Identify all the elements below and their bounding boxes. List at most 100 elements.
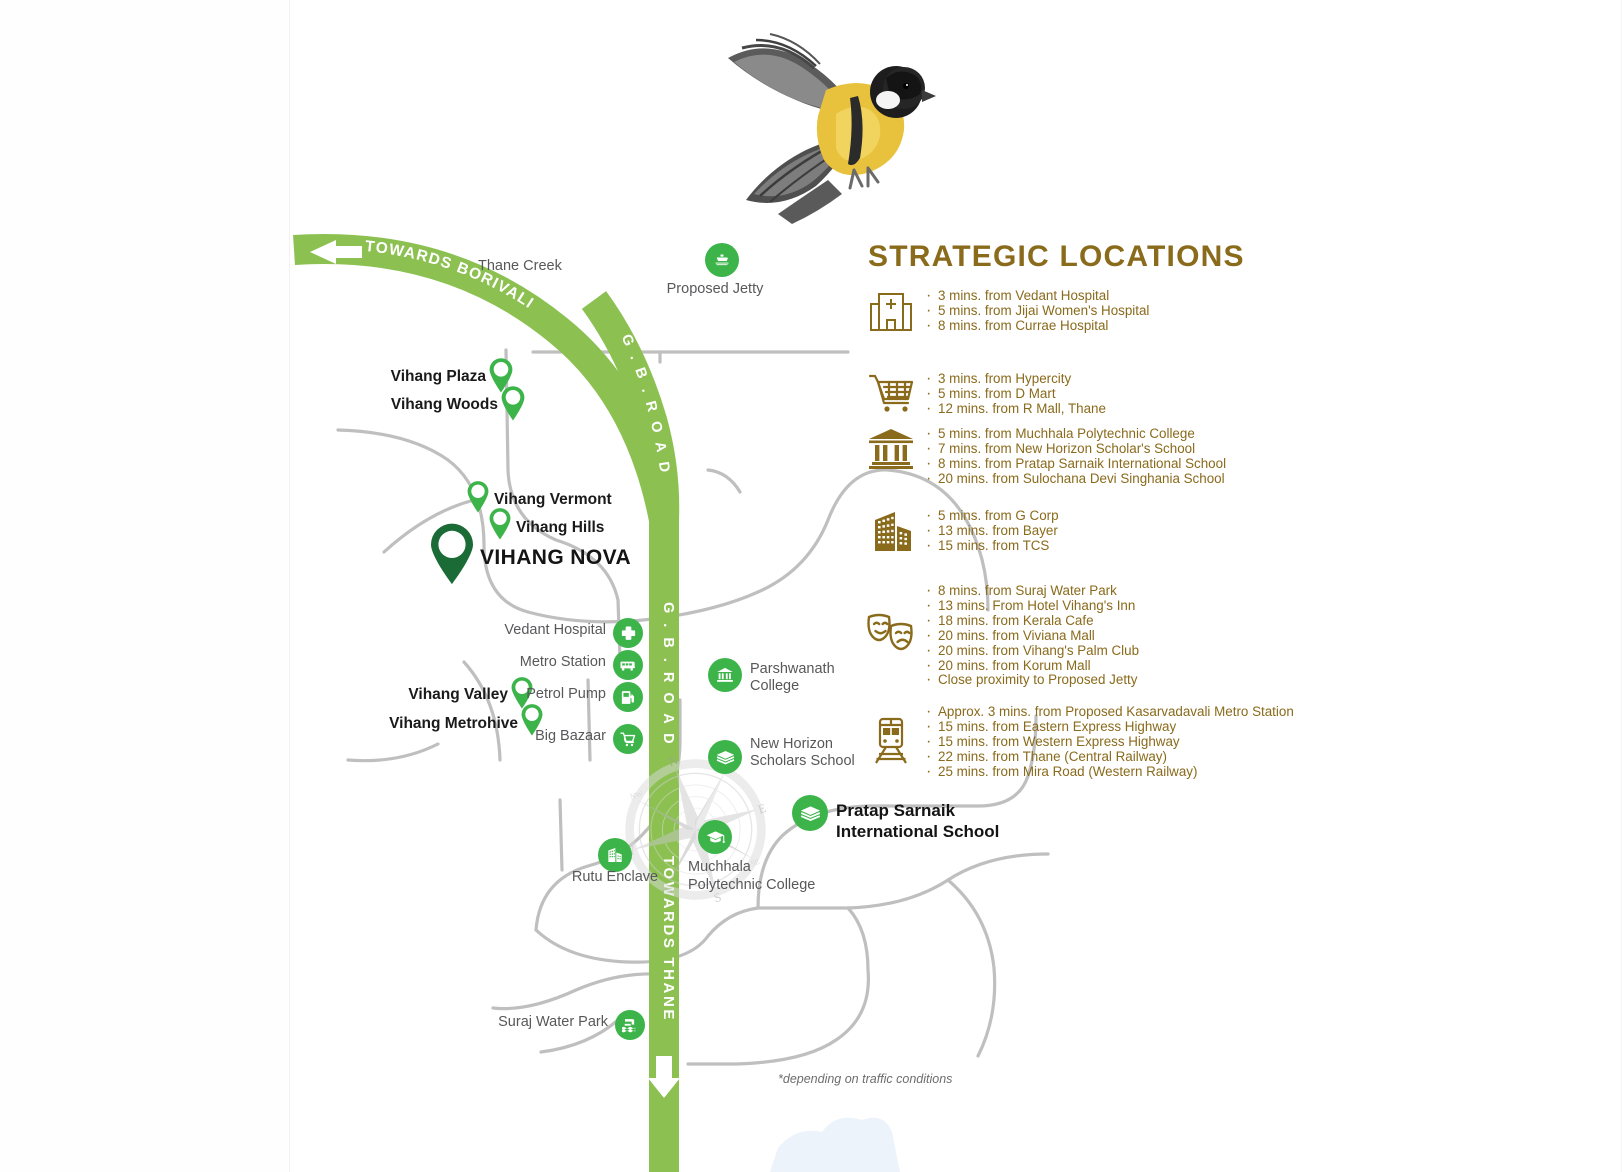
shopping-cart-icon (858, 371, 924, 415)
list-item: 20 mins. from Viviana Mall (924, 628, 1139, 644)
college-icon[interactable] (708, 658, 742, 692)
list-item: Close proximity to Proposed Jetty (924, 672, 1139, 688)
label-vihang-metrohive: Vihang Metrohive (389, 715, 518, 732)
education-bank-icon (858, 426, 924, 470)
label-petrol-pump: Petrol Pump (526, 686, 606, 702)
cross-icon[interactable] (613, 618, 643, 648)
footnote-traffic-conditions: *depending on traffic conditions (778, 1072, 953, 1086)
map-pin-vihang-metrohive[interactable] (520, 703, 544, 736)
label-parshwanath-college: Parshwanath College (750, 661, 835, 694)
label-rutu-enclave: Rutu Enclave (571, 869, 659, 885)
svg-text:E: E (756, 801, 768, 817)
buildings-icon[interactable] (598, 838, 632, 872)
info-group-shopping: 3 mins. from Hypercity 5 mins. from D Ma… (858, 371, 1106, 417)
list-item: 15 mins. from Eastern Express Highway (924, 719, 1294, 735)
map-area: TOWARDS BORIVALI G . B . R O A D G . B .… (288, 0, 1228, 1172)
boat-icon[interactable] (705, 243, 739, 277)
books-icon[interactable] (792, 795, 828, 831)
water-slide-icon[interactable] (615, 1010, 645, 1040)
label-new-horizon-scholars: New Horizon Scholars School (750, 736, 855, 769)
label-vihang-hills: Vihang Hills (516, 519, 605, 536)
road-label-gb-road-lower: G . B . R O A D (660, 602, 676, 747)
label-proposed-jetty: Proposed Jetty (666, 281, 764, 297)
connectivity-list: Approx. 3 mins. from Proposed Kasarvadav… (924, 704, 1294, 780)
list-item: 22 mins. from Thane (Central Railway) (924, 749, 1294, 765)
info-group-connectivity: Approx. 3 mins. from Proposed Kasarvadav… (858, 704, 1294, 780)
list-item: 3 mins. from Hypercity (924, 371, 1106, 387)
page-left-margin (0, 0, 290, 1172)
list-item: 15 mins. from TCS (924, 538, 1059, 554)
fuel-icon[interactable] (613, 682, 643, 712)
page-title: STRATEGIC LOCATIONS (868, 240, 1245, 273)
hospital-icon (858, 288, 924, 336)
cart-icon[interactable] (613, 724, 643, 754)
label-vihang-woods: Vihang Woods (390, 396, 498, 413)
label-big-bazaar: Big Bazaar (535, 728, 606, 744)
map-pin-vihang-nova[interactable] (428, 523, 476, 585)
office-buildings-icon (858, 508, 924, 552)
svg-text:SW: SW (661, 885, 675, 897)
road-gb-upper (581, 291, 680, 521)
books-icon[interactable] (708, 740, 742, 774)
map-pin-vihang-valley[interactable] (510, 676, 534, 709)
list-item: 25 mins. from Mira Road (Western Railway… (924, 764, 1294, 780)
bird-illustration (728, 33, 936, 224)
list-item: 18 mins. from Kerala Cafe (924, 613, 1139, 629)
train-badge-icon[interactable] (613, 650, 643, 680)
shopping-list: 3 mins. from Hypercity 5 mins. from D Ma… (924, 371, 1106, 417)
label-vihang-plaza: Vihang Plaza (390, 368, 486, 385)
info-group-corporate: 5 mins. from G Corp 13 mins. from Bayer … (858, 508, 1059, 554)
svg-text:SE: SE (749, 857, 761, 868)
train-icon (858, 704, 924, 766)
svg-text:N: N (667, 753, 680, 769)
svg-text:S: S (712, 890, 723, 905)
thane-arrow-icon (648, 1056, 680, 1098)
entertainment-list: 8 mins. from Suraj Water Park 13 mins. F… (924, 583, 1139, 688)
map-pin-vihang-plaza[interactable] (488, 357, 514, 393)
label-suraj-water-park: Suraj Water Park (498, 1014, 608, 1030)
list-item: 20 mins. from Sulochana Devi Singhania S… (924, 471, 1226, 487)
map-pin-vihang-woods[interactable] (500, 385, 526, 421)
list-item: 20 mins. from Korum Mall (924, 658, 1139, 674)
svg-text:NW: NW (629, 789, 645, 802)
list-item: 20 mins. from Vihang's Palm Club (924, 643, 1139, 659)
list-item: 12 mins. from R Mall, Thane (924, 401, 1106, 417)
map-pin-vihang-hills[interactable] (488, 507, 512, 540)
label-vedant-hospital: Vedant Hospital (504, 622, 606, 638)
label-metro-station: Metro Station (519, 654, 606, 670)
list-item: 5 mins. from Jijai Women's Hospital (924, 303, 1149, 319)
list-item: 5 mins. from Muchhala Polytechnic Colleg… (924, 426, 1226, 442)
label-thane-creek: Thane Creek (478, 258, 562, 274)
label-pratap-sarnaik: Pratap Sarnaik International School (836, 801, 1000, 841)
list-item: 3 mins. from Vedant Hospital (924, 288, 1149, 304)
list-item: 13 mins. from Bayer (924, 523, 1059, 539)
water-shape (770, 1117, 900, 1172)
list-item: 5 mins. from D Mart (924, 386, 1106, 402)
list-item: 5 mins. from G Corp (924, 508, 1059, 524)
list-item: 8 mins. from Suraj Water Park (924, 583, 1139, 599)
map-pin-vihang-vermont[interactable] (466, 480, 490, 513)
corporate-list: 5 mins. from G Corp 13 mins. from Bayer … (924, 508, 1059, 554)
theatre-masks-icon (858, 583, 924, 651)
map-roads-layer: TOWARDS BORIVALI G . B . R O A D G . B .… (293, 234, 1050, 1172)
borivali-arrow-icon (310, 240, 362, 264)
education-list: 5 mins. from Muchhala Polytechnic Colleg… (924, 426, 1226, 487)
label-vihang-vermont: Vihang Vermont (494, 491, 612, 508)
info-group-education: 5 mins. from Muchhala Polytechnic Colleg… (858, 426, 1226, 487)
info-group-entertainment: 8 mins. from Suraj Water Park 13 mins. F… (858, 583, 1139, 688)
road-label-towards-thane: TOWARDS THANE (660, 856, 677, 1022)
list-item: 8 mins. from Pratap Sarnaik Internationa… (924, 456, 1226, 472)
label-muchhala-polytechnic: Muchhala Polytechnic College (688, 859, 816, 893)
road-towards-borivali (293, 234, 679, 523)
label-vihang-valley: Vihang Valley (408, 686, 508, 703)
graduation-cap-icon[interactable] (698, 820, 732, 854)
list-item: Approx. 3 mins. from Proposed Kasarvadav… (924, 704, 1294, 720)
list-item: 13 mins. From Hotel Vihang's Inn (924, 598, 1139, 614)
hospital-list: 3 mins. from Vedant Hospital 5 mins. fro… (924, 288, 1149, 334)
strategic-locations-panel: STRATEGIC LOCATIONS 3 mins. from Vedant … (867, 0, 1622, 1172)
list-item: 15 mins. from Western Express Highway (924, 734, 1294, 750)
list-item: 8 mins. from Currae Hospital (924, 318, 1149, 334)
list-item: 7 mins. from New Horizon Scholar's Schoo… (924, 441, 1226, 457)
info-group-hospital: 3 mins. from Vedant Hospital 5 mins. fro… (858, 288, 1149, 336)
